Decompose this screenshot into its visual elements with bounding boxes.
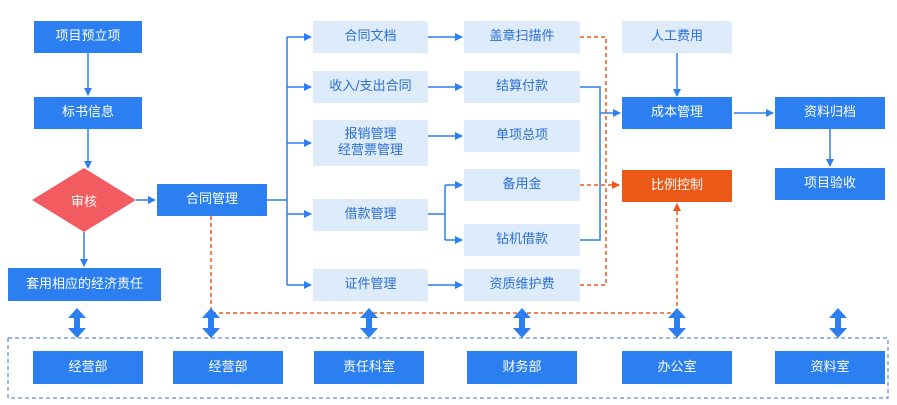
qual-dashed [580, 185, 607, 286]
double-arrow-1 [68, 308, 86, 338]
node-settlement: 结算付款 [464, 71, 580, 103]
dept-business-2: 经营部 [173, 351, 283, 384]
node-contract-mgmt: 合同管理 [157, 184, 267, 216]
node-ratio-control: 比例控制 [622, 170, 732, 202]
node-project-setup: 项目预立项 [34, 21, 142, 53]
stamp-dashed [580, 36, 607, 185]
node-economic-duty: 套用相应的经济责任 [8, 268, 161, 301]
node-review: 审核 [70, 194, 97, 210]
node-cert-mgmt: 证件管理 [313, 269, 428, 301]
review-diamond [32, 168, 136, 232]
node-labor-cost: 人工费用 [622, 21, 732, 53]
dept-business-1: 经营部 [33, 351, 143, 384]
dept-office: 办公室 [622, 351, 732, 384]
node-qualification-fee: 资质维护费 [464, 269, 580, 301]
double-arrow-5 [668, 308, 686, 338]
double-arrow-3 [360, 308, 378, 338]
dept-archive-room: 资料室 [775, 351, 885, 384]
double-arrow-2 [202, 308, 220, 338]
double-arrow-4 [513, 308, 531, 338]
dept-responsible-office: 责任科室 [314, 351, 424, 384]
department-frame [7, 337, 889, 399]
node-stamp-scan: 盖章扫描件 [464, 21, 580, 53]
node-drill-loan: 钻机借款 [464, 224, 580, 256]
drill-to-cost [580, 113, 601, 241]
node-bid-info: 标书信息 [34, 97, 142, 129]
node-reserve-fund: 备用金 [464, 169, 580, 201]
node-income-expense: 收入/支出合同 [313, 71, 428, 103]
node-contract-doc: 合同文档 [313, 21, 428, 53]
reimburse-line-1: 报销管理 [344, 127, 397, 142]
node-loan-mgmt: 借款管理 [313, 199, 428, 231]
node-archive: 资料归档 [775, 97, 885, 129]
contract-to-office-dashed [210, 216, 677, 314]
reimburse-line-2: 经营票管理 [337, 143, 403, 158]
node-acceptance: 项目验收 [775, 168, 885, 200]
node-reimburse: 报销管理 经营票管理 [313, 120, 428, 166]
node-cost-mgmt: 成本管理 [622, 97, 732, 129]
node-single-item: 单项总项 [464, 120, 580, 152]
double-arrow-6 [829, 308, 847, 338]
dept-finance: 财务部 [467, 351, 577, 384]
settle-to-cost [580, 86, 601, 113]
